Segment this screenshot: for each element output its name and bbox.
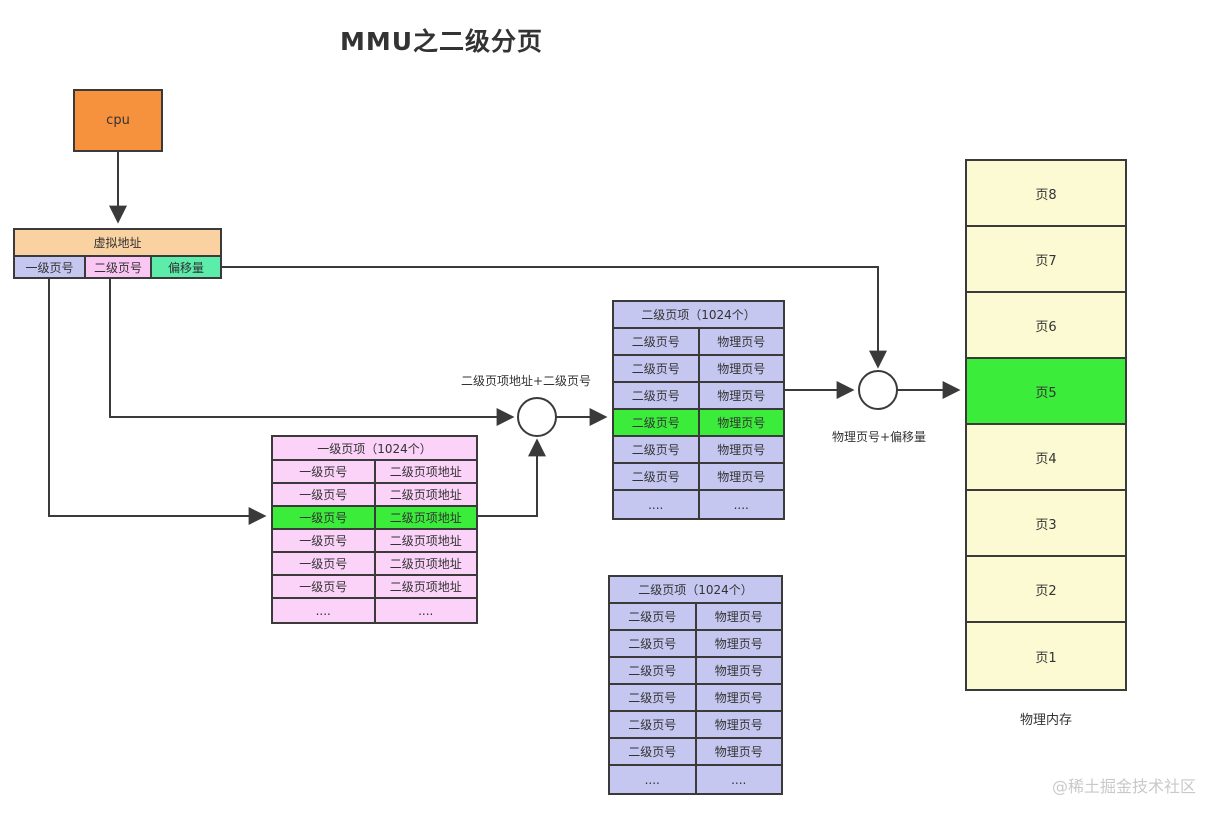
table-cell: .... [733, 497, 749, 512]
table-row: 二级页号 物理页号 [614, 329, 783, 356]
level2-page-table-top-header: 二级页项（1024个） [614, 302, 783, 329]
table-cell: 二级页号 [610, 604, 697, 629]
adder-node-1 [517, 397, 557, 437]
adder1-label: 二级页项地址+二级页号 [460, 374, 592, 388]
table-cell: 物理页号 [714, 664, 763, 678]
table1-to-adder1-arrow [478, 438, 546, 517]
level1-page-table: 一级页项（1024个） 一级页号二级页项地址一级页号二级页项地址一级页号二级页项… [271, 435, 478, 624]
table-cell: 一级页号 [273, 507, 376, 528]
adder-node-2 [858, 370, 898, 410]
level1-page-table-header: 一级页项（1024个） [273, 437, 476, 461]
memory-page: 页8 [967, 161, 1125, 227]
table-row: 二级页号 物理页号 [610, 631, 781, 658]
table-cell: 物理页号 [714, 637, 763, 651]
table-cell: 一级页号 [273, 461, 376, 482]
level2-page-table-top-body: 二级页号物理页号二级页号物理页号二级页号物理页号二级页号物理页号二级页号物理页号… [614, 329, 783, 518]
diagram-title: MMU之二级分页 [340, 27, 544, 56]
table-row: 二级页号 物理页号 [614, 383, 783, 410]
table-row: 一级页号二级页项地址 [273, 484, 476, 507]
table-cell: 二级页号 [610, 739, 697, 764]
virtual-address-label: 虚拟地址 [93, 236, 142, 250]
table-cell: 二级页项地址 [389, 557, 462, 571]
table-cell: 物理页号 [717, 416, 766, 430]
table-row: ........ [273, 599, 476, 622]
virtual-address-fields: 一级页号 二级页号 偏移量 [13, 255, 222, 279]
table-cell: 二级页号 [614, 329, 700, 354]
table-row: 一级页号二级页项地址 [273, 576, 476, 599]
table-cell: 二级页项地址 [389, 580, 462, 594]
table-row: 一级页号二级页项地址 [273, 553, 476, 576]
table-cell: 物理页号 [717, 362, 766, 376]
l2-index-to-adder1-arrow [109, 279, 515, 426]
memory-page: 页6 [967, 293, 1125, 359]
physical-memory-label: 物理内存 [1019, 713, 1072, 728]
table-cell: .... [614, 491, 700, 518]
table-cell: 一级页号 [273, 553, 376, 574]
table-cell: 物理页号 [714, 745, 763, 759]
table-cell: 二级页号 [610, 712, 697, 737]
table-cell: 二级页号 [610, 658, 697, 683]
virtual-address-box: 虚拟地址 [13, 228, 222, 257]
level2-page-table-bottom-body: 二级页号物理页号二级页号物理页号二级页号物理页号二级页号物理页号二级页号物理页号… [610, 604, 781, 793]
table-row: 二级页号 物理页号 [614, 410, 783, 437]
table-cell: 二级页号 [614, 437, 700, 462]
table-row: 二级页号 物理页号 [610, 739, 781, 766]
table-cell: 二级页号 [610, 631, 697, 656]
watermark: @稀土掘金技术社区 [1051, 777, 1196, 796]
l1-index-to-table1-arrow [48, 279, 267, 525]
table-row: 一级页号二级页项地址 [273, 507, 476, 530]
table-cell: .... [273, 599, 376, 622]
table-cell: 物理页号 [717, 470, 766, 484]
table-cell: 二级页项地址 [389, 488, 462, 502]
memory-page: 页2 [967, 557, 1125, 623]
memory-page: 页5 [967, 359, 1125, 425]
table-cell: 二级页号 [614, 356, 700, 381]
table-row: 二级页号 物理页号 [610, 712, 781, 739]
table-cell: 物理页号 [717, 335, 766, 349]
cpu-label: cpu [106, 113, 130, 128]
table-row: 二级页号 物理页号 [610, 658, 781, 685]
field-offset: 偏移量 [150, 255, 222, 279]
field-level1-page-number: 一级页号 [13, 255, 86, 279]
memory-page: 页4 [967, 425, 1125, 491]
table-cell: 二级页项地址 [389, 511, 462, 525]
level2-page-table-top: 二级页项（1024个） 二级页号物理页号二级页号物理页号二级页号物理页号二级页号… [612, 300, 785, 520]
table-cell: .... [418, 603, 434, 618]
table-row: 一级页号二级页项地址 [273, 461, 476, 484]
table-cell: 一级页号 [273, 484, 376, 505]
table-cell: 二级页号 [614, 410, 700, 435]
field-level2-page-number: 二级页号 [84, 255, 152, 279]
table-row: 二级页号 物理页号 [610, 604, 781, 631]
table-cell: 物理页号 [717, 443, 766, 457]
memory-page: 页7 [967, 227, 1125, 293]
table-row: ........ [614, 491, 783, 518]
level2-page-table-bottom-header: 二级页项（1024个） [610, 577, 781, 604]
cpu-box: cpu [73, 89, 163, 152]
table-cell: 一级页号 [273, 530, 376, 551]
table-row: 二级页号 物理页号 [614, 356, 783, 383]
table-cell: 二级页号 [614, 464, 700, 489]
table-cell: .... [610, 766, 697, 793]
table-cell: 一级页号 [273, 576, 376, 597]
table-cell: 物理页号 [717, 389, 766, 403]
table-row: 二级页号 物理页号 [614, 464, 783, 491]
level1-page-table-body: 一级页号二级页项地址一级页号二级页项地址一级页号二级页项地址一级页号二级页项地址… [273, 461, 476, 622]
table-row: ........ [610, 766, 781, 793]
memory-page: 页3 [967, 491, 1125, 557]
table-row: 二级页号 物理页号 [614, 437, 783, 464]
table-cell: 物理页号 [714, 610, 763, 624]
table-row: 一级页号二级页项地址 [273, 530, 476, 553]
table-cell: 物理页号 [714, 718, 763, 732]
table-row: 二级页号 物理页号 [610, 685, 781, 712]
table-cell: 二级页号 [614, 383, 700, 408]
table-cell: 二级页项地址 [389, 534, 462, 548]
table-cell: 物理页号 [714, 691, 763, 705]
table-cell: .... [731, 772, 747, 787]
adder2-label: 物理页号+偏移量 [831, 430, 927, 444]
memory-page: 页1 [967, 623, 1125, 689]
table-cell: 二级页项地址 [389, 465, 462, 479]
level2-page-table-bottom: 二级页项（1024个） 二级页号物理页号二级页号物理页号二级页号物理页号二级页号… [608, 575, 783, 795]
table-cell: 二级页号 [610, 685, 697, 710]
